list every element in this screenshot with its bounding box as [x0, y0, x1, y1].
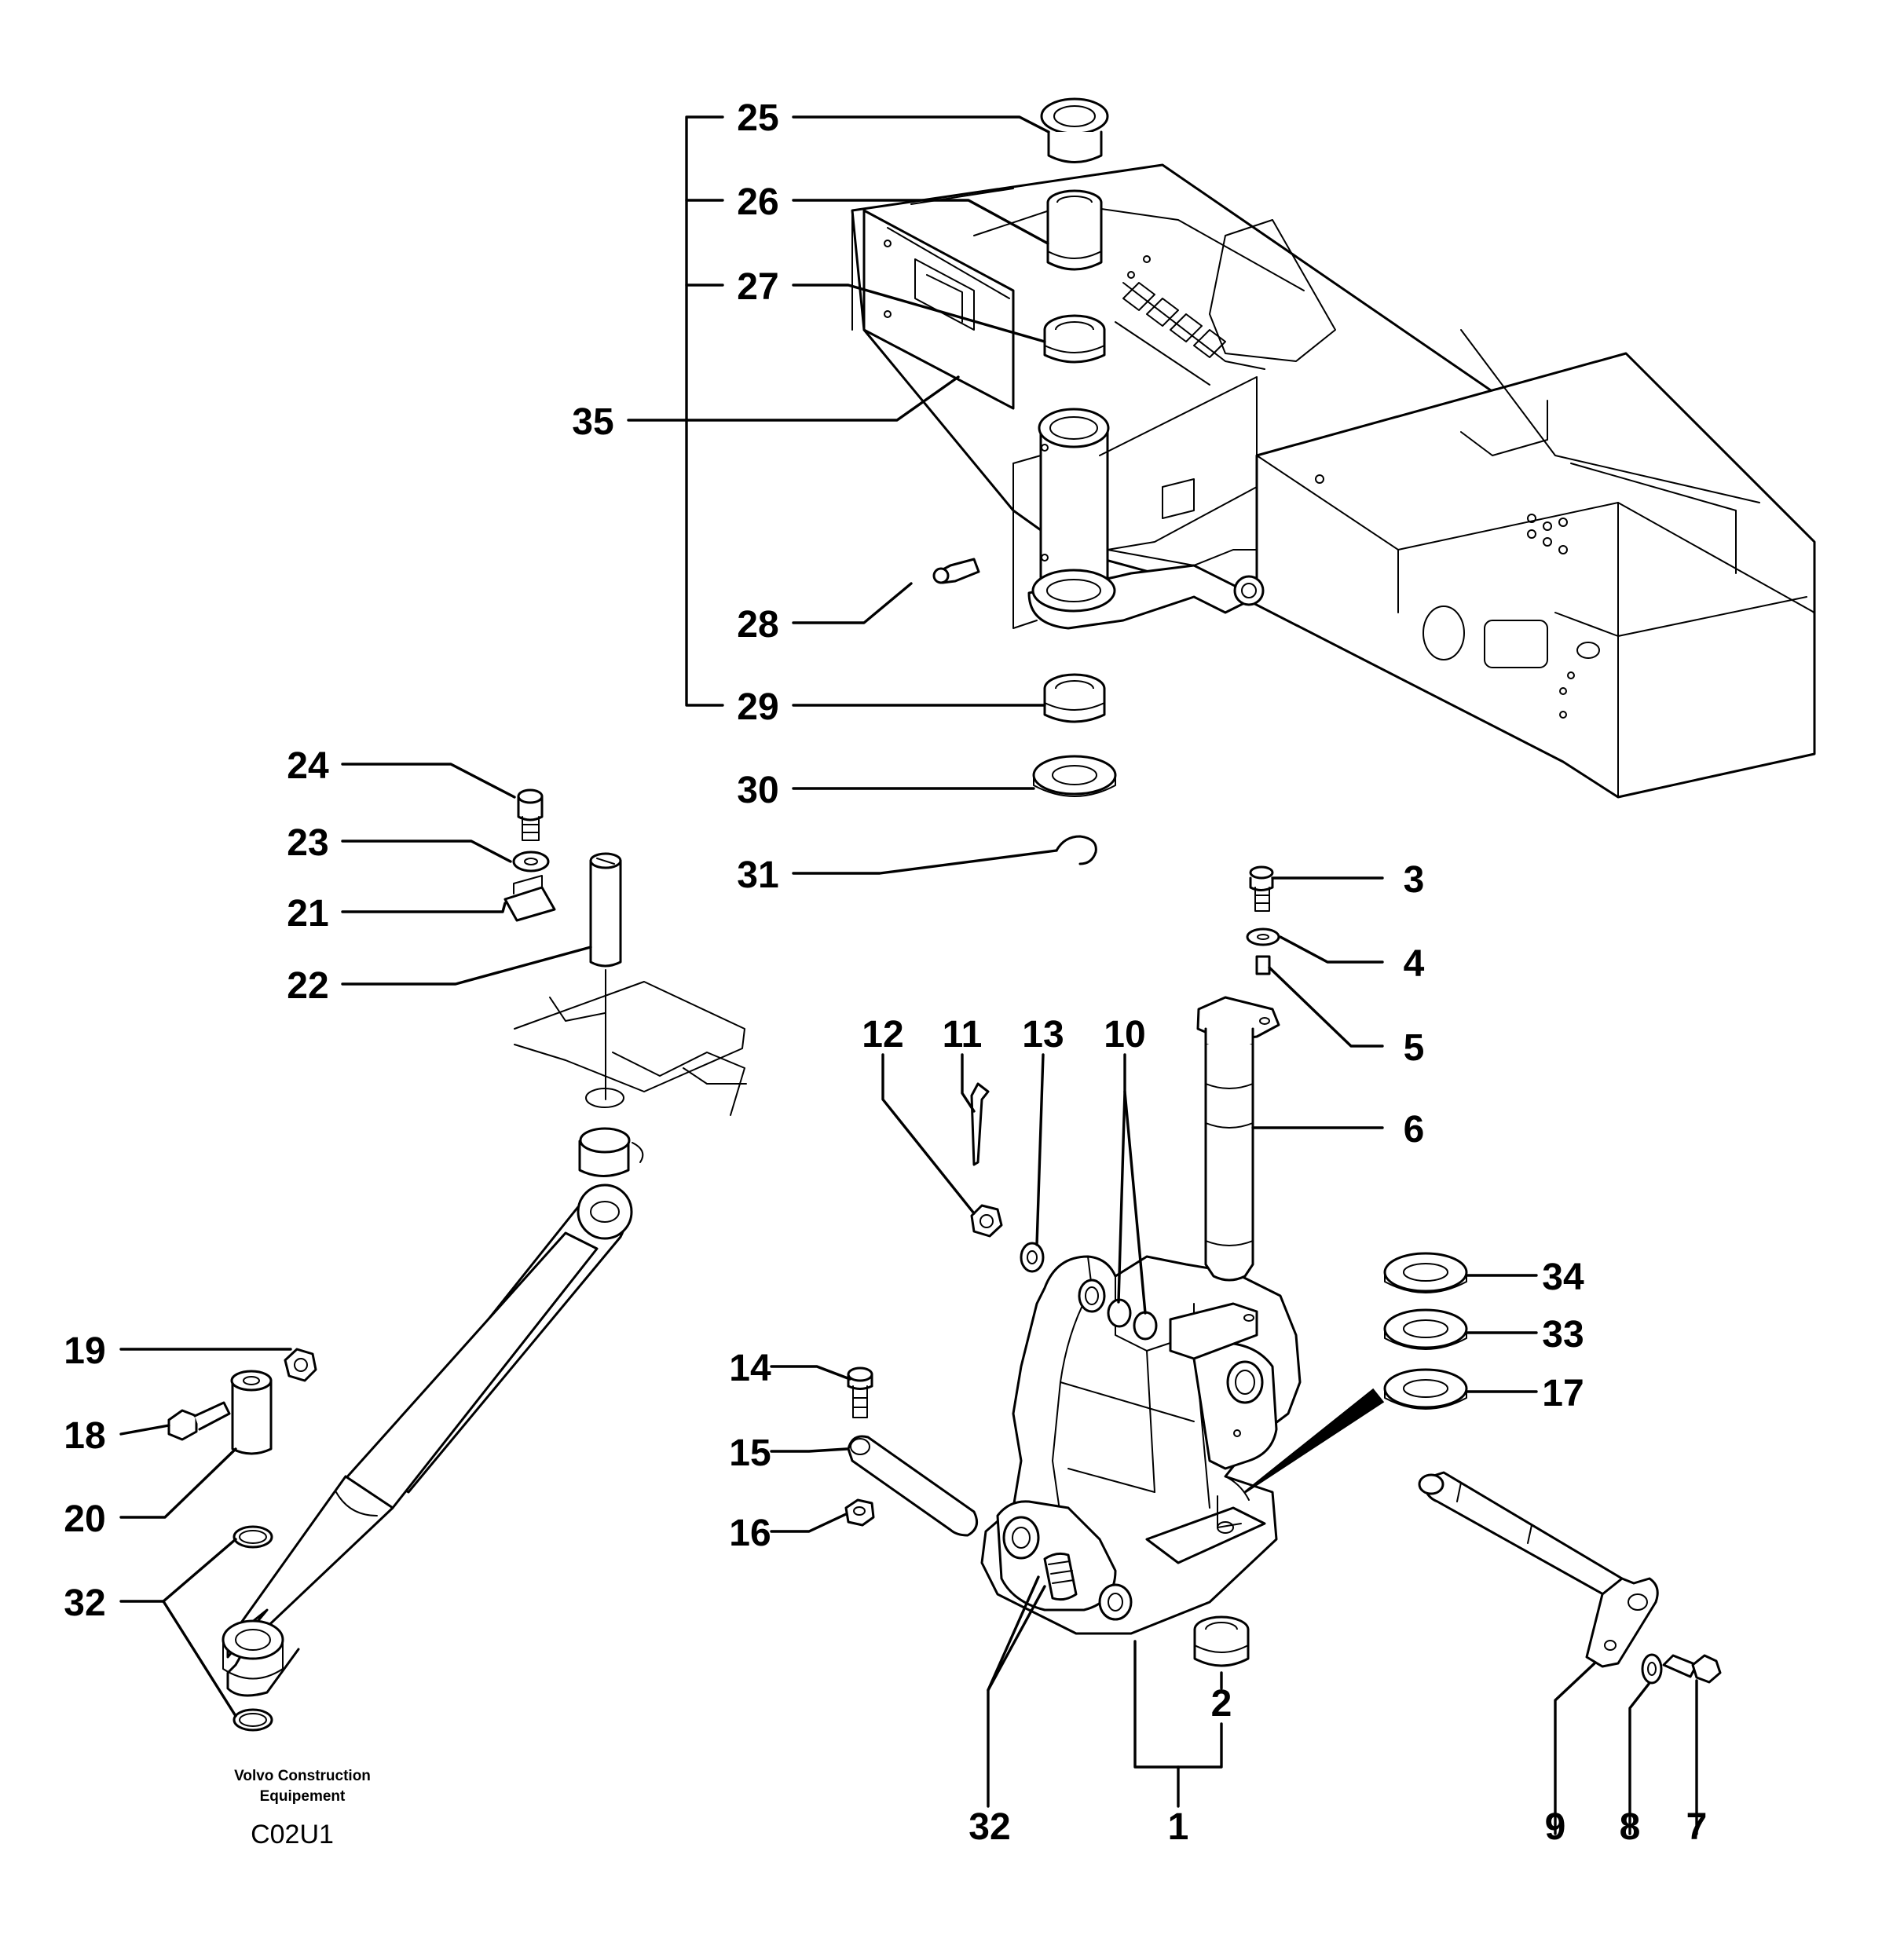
callout-14: 14 — [729, 1348, 771, 1389]
callout-7: 7 — [1686, 1806, 1708, 1848]
callout-29: 29 — [737, 686, 778, 728]
credit-line-2: Equipement — [260, 1788, 346, 1805]
callout-1: 1 — [1168, 1806, 1189, 1848]
callout-15: 15 — [729, 1432, 771, 1474]
callout-35: 35 — [572, 401, 613, 443]
callout-2: 2 — [1211, 1683, 1232, 1725]
callout-19: 19 — [64, 1330, 105, 1372]
callout-6: 6 — [1404, 1109, 1425, 1151]
figure-code: C02U1 — [251, 1820, 334, 1849]
callout-33: 33 — [1542, 1314, 1584, 1355]
callout-16: 16 — [729, 1513, 771, 1554]
callout-4: 4 — [1404, 943, 1425, 985]
king-pin — [1196, 865, 1280, 1282]
swing-bracket — [980, 1255, 1385, 1667]
callout-5: 5 — [1404, 1027, 1425, 1069]
callout-25: 25 — [737, 97, 778, 139]
callout-18: 18 — [64, 1415, 105, 1457]
callout-10: 10 — [1104, 1014, 1145, 1055]
callout-17: 17 — [1542, 1373, 1584, 1414]
right-hardware — [1383, 1252, 1722, 1685]
callout-3: 3 — [1404, 859, 1425, 901]
callout-13: 13 — [1022, 1014, 1064, 1055]
callout-21: 21 — [287, 893, 328, 935]
callout-23: 23 — [287, 822, 328, 864]
callout-34: 34 — [1542, 1257, 1584, 1298]
callout-20: 20 — [64, 1498, 105, 1540]
callout-8: 8 — [1620, 1806, 1641, 1848]
leader-lines — [119, 115, 1698, 1835]
callout-11: 11 — [943, 1014, 983, 1055]
publisher-credit: Volvo Construction Equipement C02U1 — [234, 1768, 371, 1849]
callout-24: 24 — [287, 745, 329, 787]
cylinder-assembly — [167, 788, 747, 1732]
callout-32-bottom: 32 — [968, 1806, 1010, 1848]
callout-31: 31 — [737, 854, 778, 896]
callout-26: 26 — [737, 181, 778, 223]
chassis-frame — [851, 163, 1816, 799]
credit-line-1: Volvo Construction — [234, 1768, 371, 1784]
callout-27: 27 — [737, 266, 778, 308]
small-hardware — [844, 1082, 1045, 1537]
bushing-stack — [932, 97, 1117, 865]
callout-32-left: 32 — [64, 1582, 105, 1624]
callout-22: 22 — [287, 965, 328, 1007]
callout-28: 28 — [737, 604, 778, 646]
callout-9: 9 — [1545, 1806, 1566, 1848]
callout-labels: 25 26 27 35 28 29 30 31 24 23 21 22 19 1… — [64, 97, 1707, 1848]
callout-12: 12 — [862, 1014, 903, 1055]
callout-30: 30 — [737, 770, 778, 811]
